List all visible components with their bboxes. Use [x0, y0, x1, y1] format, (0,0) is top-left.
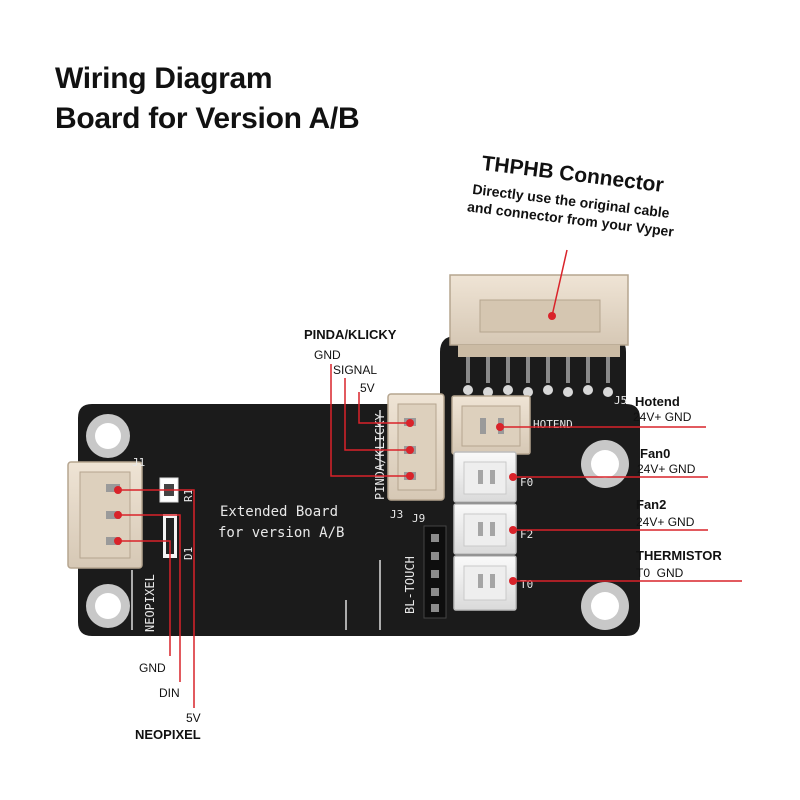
silk-bltouch: BL-TOUCH	[403, 556, 417, 614]
neopixel-gnd: GND	[139, 661, 166, 675]
pinda-5v: 5V	[360, 381, 375, 395]
silk-j3: J3	[390, 508, 403, 521]
silk-hotend: HOTEND	[533, 418, 573, 431]
board-label-1: Extended Board	[220, 504, 338, 520]
fan0-pins: 24V+ GND	[637, 462, 696, 476]
pinda-gnd: GND	[314, 348, 341, 362]
silk-j9: J9	[412, 512, 425, 525]
t0-connector	[453, 555, 517, 611]
board-label-2: for version A/B	[218, 525, 344, 541]
silk-f2: F2	[520, 528, 533, 541]
wires	[118, 249, 742, 708]
hotend-title: Hotend	[635, 394, 680, 409]
fan2-title: Fan2	[636, 497, 666, 512]
silk-t0: T0	[520, 578, 533, 591]
silk-neopixel: NEOPIXEL	[143, 574, 157, 632]
thphb-connector	[449, 274, 629, 397]
hotend-connector	[451, 395, 531, 455]
silk-j1: J1	[132, 456, 145, 469]
title-line-1: Wiring Diagram	[55, 62, 273, 95]
silk-d1: D1	[182, 547, 195, 560]
silk-f0: F0	[520, 476, 533, 489]
silk-r1: R1	[182, 489, 195, 502]
fan0-connector	[453, 451, 517, 503]
hotend-pins: 24V+ GND	[633, 410, 692, 424]
fan2-pins: 24V+ GND	[636, 515, 695, 529]
neopixel-din: DIN	[159, 686, 180, 700]
thermistor-title: THERMISTOR	[636, 548, 722, 563]
j3-connector	[387, 393, 445, 501]
thermistor-pins: T0 GND	[636, 566, 684, 580]
pinda-title: PINDA/KLICKY	[304, 327, 397, 342]
silk-j5: J5	[614, 394, 627, 407]
silk-pinda: PINDA/KLICKY	[373, 413, 387, 500]
fan0-title: Fan0	[640, 446, 670, 461]
fan2-connector	[453, 503, 517, 555]
pinda-signal: SIGNAL	[333, 363, 377, 377]
wire-dots	[114, 312, 556, 585]
j9-header	[423, 525, 447, 619]
neopixel-title: NEOPIXEL	[135, 727, 201, 742]
title-line-2: Board for Version A/B	[55, 102, 360, 135]
neopixel-5v: 5V	[186, 711, 201, 725]
